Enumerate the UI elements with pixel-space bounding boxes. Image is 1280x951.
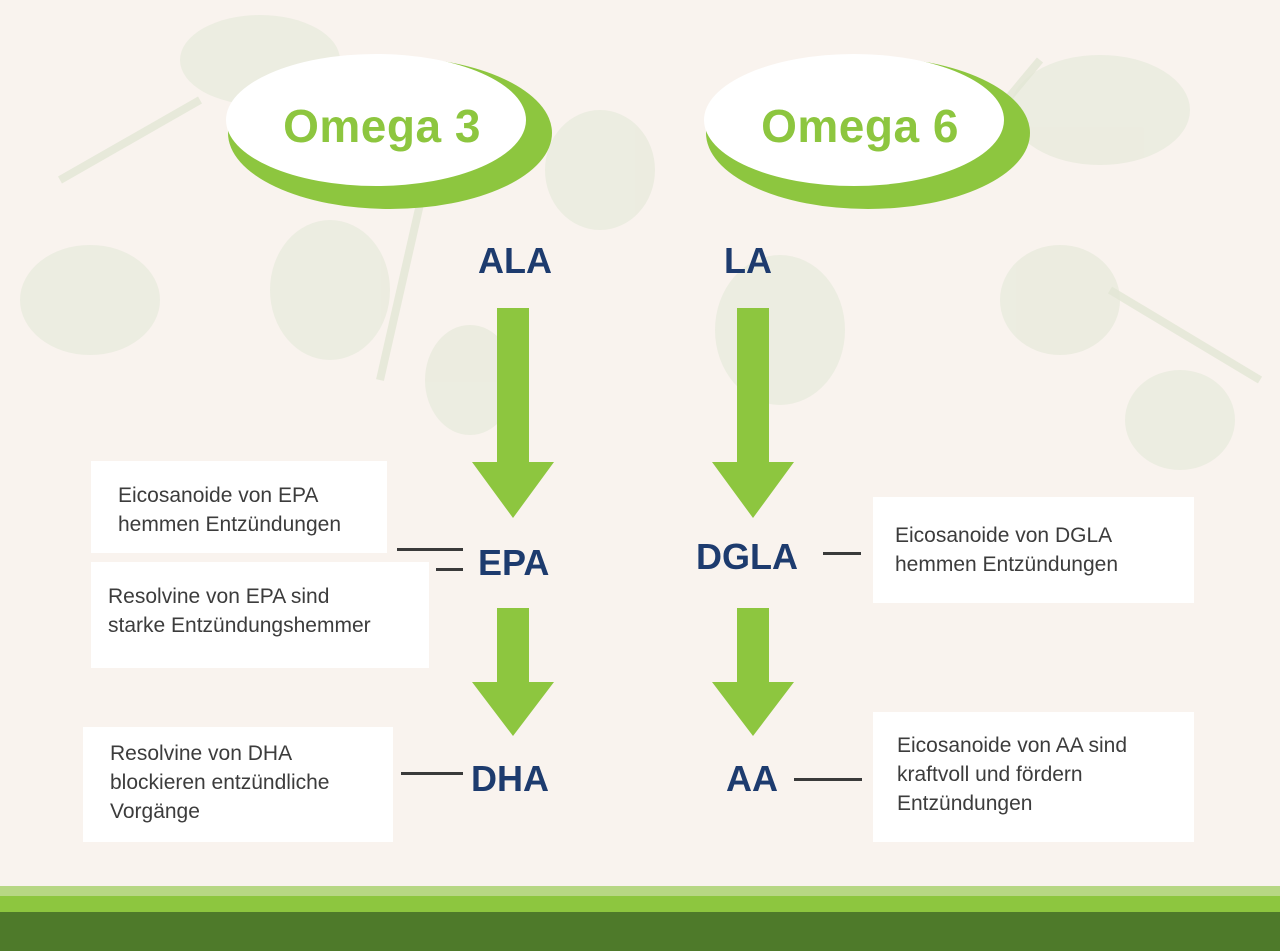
acid-dha: DHA: [471, 758, 549, 799]
note-line: hemmen Entzündungen: [118, 513, 341, 536]
note-line: blockieren entzündliche: [110, 771, 330, 794]
note-line: Eicosanoide von EPA: [118, 484, 319, 507]
connector-aa: [794, 778, 862, 781]
acid-dgla: DGLA: [696, 536, 798, 577]
note-aa-eicosanoids: Eicosanoide von AA sind kraftvoll und fö…: [873, 712, 1194, 842]
connector-epa-resolvins: [436, 568, 463, 571]
note-line: Resolvine von DHA: [110, 742, 293, 765]
footer-band-mid: [0, 896, 1280, 912]
note-epa-eicosanoids: Eicosanoide von EPA hemmen Entzündungen: [91, 461, 387, 553]
note-dha-resolvins: Resolvine von DHA blockieren entzündlich…: [83, 727, 393, 842]
footer-band-light: [0, 886, 1280, 896]
note-epa-resolvins: Resolvine von EPA sind starke Entzündung…: [91, 562, 429, 668]
footer-band-dark: [0, 912, 1280, 951]
note-line: Entzündungen: [897, 792, 1033, 815]
acid-la: LA: [724, 240, 772, 281]
acid-aa: AA: [726, 758, 778, 799]
omega6-header: Omega 6: [696, 48, 1036, 214]
omega3-title: Omega 3: [283, 100, 481, 152]
omega6-oval-shape: [704, 54, 1030, 209]
note-line: Resolvine von EPA sind: [108, 585, 330, 608]
note-line: Vorgänge: [110, 800, 200, 823]
acid-ala: ALA: [478, 240, 552, 281]
note-line: kraftvoll und fördern: [897, 763, 1083, 786]
note-line: Eicosanoide von DGLA: [895, 524, 1113, 547]
omega3-oval-shape: [226, 54, 552, 209]
connector-dgla: [823, 552, 861, 555]
arrow-epa-to-dha: [472, 608, 554, 736]
omega6-title: Omega 6: [761, 100, 959, 152]
note-line: Eicosanoide von AA sind: [897, 734, 1127, 757]
acid-epa: EPA: [478, 542, 550, 583]
arrow-ala-to-epa: [472, 308, 554, 518]
arrow-la-to-dgla: [712, 308, 794, 518]
connector-epa-eicosanoids: [397, 548, 463, 551]
arrow-dgla-to-aa: [712, 608, 794, 736]
omega3-header: Omega 3: [218, 48, 558, 214]
connector-dha: [401, 772, 463, 775]
note-line: hemmen Entzündungen: [895, 553, 1118, 576]
note-line: starke Entzündungshemmer: [108, 614, 371, 637]
note-dgla-eicosanoids: Eicosanoide von DGLA hemmen Entzündungen: [873, 497, 1194, 603]
